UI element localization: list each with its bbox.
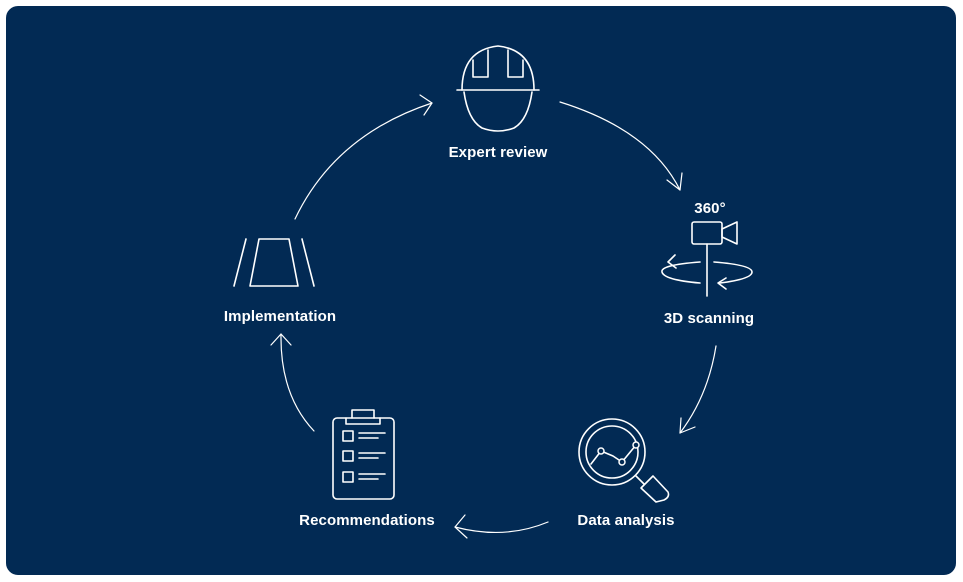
- step-label-implementation: Implementation: [223, 308, 337, 325]
- arrow-implementation-to-expert: [294, 94, 433, 220]
- cycle-arrows: [270, 94, 717, 539]
- diagram-panel: [4, 4, 958, 577]
- road-icon: [233, 238, 315, 287]
- magnifier-chart-icon: [578, 418, 670, 503]
- clipboard-checklist-icon: [332, 409, 395, 500]
- hard-hat-icon: [456, 45, 540, 132]
- arrow-recommendations-to-implementation: [270, 333, 315, 432]
- step-label-3d-scanning: 3D scanning: [663, 310, 755, 327]
- arrow-scanning-to-analysis: [679, 345, 717, 434]
- step-label-data-analysis: Data analysis: [577, 512, 675, 529]
- 360-degree-badge: 360°: [694, 200, 726, 217]
- 360-camera-icon: [661, 221, 753, 297]
- step-label-expert-review: Expert review: [448, 144, 548, 161]
- arrow-expert-to-scanning: [559, 101, 683, 191]
- step-label-recommendations: Recommendations: [299, 512, 435, 529]
- arrow-analysis-to-recommendations: [454, 514, 549, 539]
